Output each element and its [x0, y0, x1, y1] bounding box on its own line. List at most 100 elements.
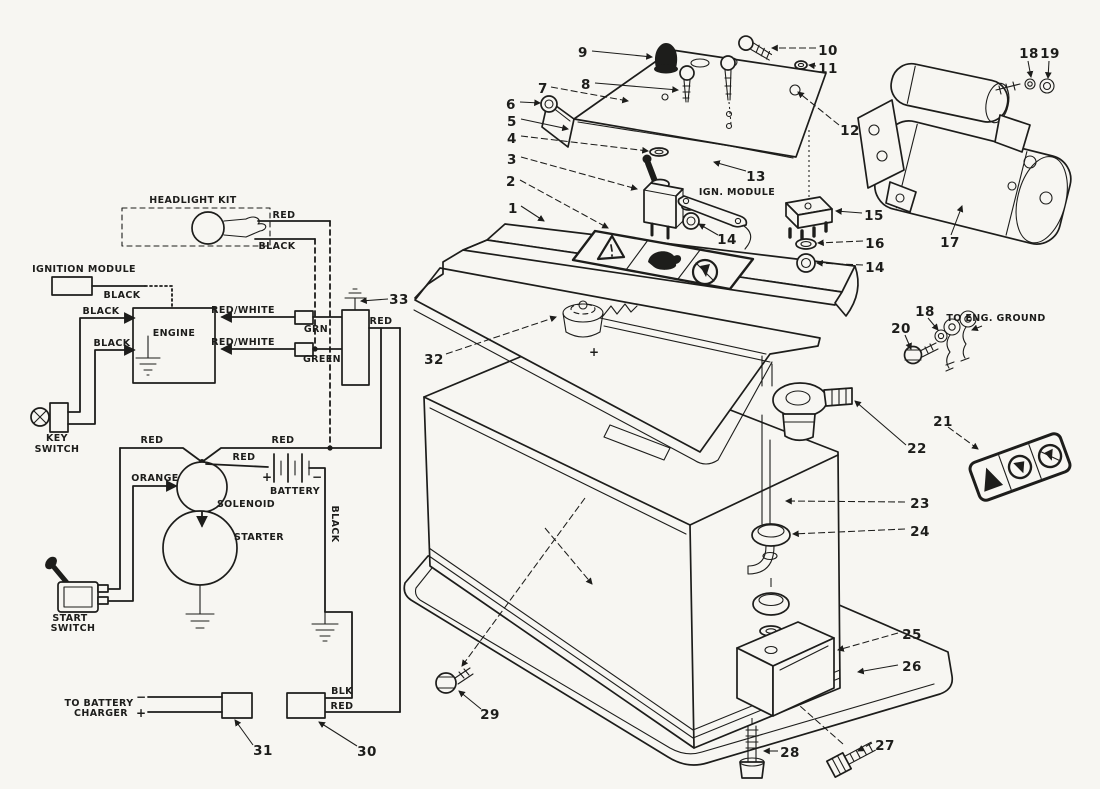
- hex-bolt-27: [825, 741, 876, 779]
- headlight-kit-outline: [121, 207, 271, 247]
- label-solenoid: SOLENOID: [217, 499, 275, 510]
- wire-label-red-white-upper: RED/WHITE: [211, 305, 275, 316]
- label-key-switch: SWITCH: [35, 444, 80, 455]
- toggle-switch-3: [642, 154, 684, 240]
- wire-label-black-module: BLACK: [104, 290, 141, 301]
- callout-23: 23: [910, 496, 930, 512]
- callout-20: 20: [891, 321, 911, 337]
- callout-10: 10: [818, 43, 838, 59]
- warning-decal-21: [968, 432, 1072, 502]
- callout-8: 8: [581, 77, 591, 93]
- starter-motor-illustration: [857, 62, 1072, 245]
- wire-label-black-headlight: BLACK: [259, 241, 296, 252]
- callout-6: 6: [506, 97, 516, 113]
- label-to-battery: TO BATTERY: [64, 698, 133, 709]
- headlight-bulb: [191, 211, 225, 245]
- callout-7: 7: [538, 81, 548, 97]
- callout-30: 30: [357, 744, 377, 760]
- callout-15: 15: [864, 208, 884, 224]
- carriage-bolt-28: [739, 718, 765, 779]
- callout-18b: 18: [915, 304, 935, 320]
- wire-label-black-key-upper: BLACK: [83, 306, 120, 317]
- battery-plus: +: [262, 470, 272, 484]
- charger-minus: −: [136, 690, 146, 704]
- callout-33: 33: [389, 292, 409, 308]
- callout-leaders: [234, 44, 1052, 755]
- label-start: START: [52, 613, 87, 624]
- callout-18a: 18: [1019, 46, 1039, 62]
- battery-cover: [413, 223, 859, 465]
- wire-label-black-key-lower: BLACK: [94, 338, 131, 349]
- label-engine: ENGINE: [153, 328, 196, 339]
- callout-11: 11: [818, 61, 838, 77]
- callout-28: 28: [780, 745, 800, 761]
- callout-2: 2: [506, 174, 516, 190]
- callout-29: 29: [480, 707, 500, 723]
- wire-label-red-white-lower: RED/WHITE: [211, 337, 275, 348]
- wire-label-red-regulator: RED: [370, 316, 393, 327]
- connector-box-30: [286, 692, 326, 719]
- rubber-boot-9: [654, 43, 678, 68]
- ignition-module-15: [785, 130, 833, 241]
- wire-label-red-main-left: RED: [141, 435, 164, 446]
- callout-19: 19: [1040, 46, 1060, 62]
- callout-32: 32: [424, 352, 444, 368]
- label-headlight-kit: HEADLIGHT KIT: [149, 195, 236, 206]
- label-ignition-module: IGNITION MODULE: [32, 264, 136, 275]
- wire-label-green: GREEN: [303, 354, 341, 365]
- callout-22: 22: [907, 441, 927, 457]
- engine-ground-hardware: [903, 310, 983, 372]
- callout-3: 3: [507, 152, 517, 168]
- wiring-diagram: [30, 207, 401, 719]
- callout-27: 27: [875, 738, 895, 754]
- callout-24: 24: [910, 524, 930, 540]
- connector-box-31: [221, 692, 253, 719]
- starter-symbol: [162, 510, 238, 586]
- battery-cable-and-holddown: [747, 382, 853, 646]
- ign-module-clip: [677, 195, 752, 250]
- wire-label-red-headlight: RED: [273, 210, 296, 221]
- battery-terminal-boot: +: [562, 300, 773, 387]
- label-to-eng-ground: TO ENG. GROUND: [946, 313, 1045, 324]
- wire-label-grn: GRN: [304, 324, 328, 335]
- label-start-switch: SWITCH: [51, 623, 96, 634]
- callout-14a: 14: [717, 232, 737, 248]
- callout-4: 4: [507, 131, 517, 147]
- label-charger: CHARGER: [74, 708, 128, 719]
- battery-minus: −: [312, 470, 322, 484]
- start-switch-symbol: [45, 556, 109, 613]
- wire-label-red-main-right: RED: [272, 435, 295, 446]
- callout-17: 17: [940, 235, 960, 251]
- callout-14b: 14: [865, 260, 885, 276]
- wiring-labels: HEADLIGHT KIT RED BLACK IGNITION MODULE …: [32, 195, 392, 720]
- holddown-bracket: [736, 621, 835, 717]
- label-starter: STARTER: [234, 532, 284, 543]
- callout-13: 13: [746, 169, 766, 185]
- callout-9: 9: [578, 45, 588, 61]
- callout-26: 26: [902, 659, 922, 675]
- wire-label-red-battery: RED: [233, 452, 256, 463]
- label-battery: BATTERY: [270, 486, 320, 497]
- key-switch-symbol: [49, 402, 69, 433]
- wire-label-orange: ORANGE: [131, 473, 178, 484]
- wire-label-blk: BLK: [331, 686, 353, 697]
- wire-label-black-battery: BLACK: [329, 506, 340, 543]
- callout-5: 5: [507, 114, 517, 130]
- mounting-plate-assembly: [540, 35, 833, 273]
- charger-plus: +: [136, 706, 146, 720]
- battery-plus-mark: +: [589, 345, 599, 359]
- callout-1: 1: [508, 201, 518, 217]
- callout-31: 31: [253, 743, 273, 759]
- callout-numbers: 1 2 3 4 5 6 7 8 9 10 11 12 13 14 15 16 1…: [253, 43, 1060, 761]
- wire-label-red-bottom: RED: [331, 701, 354, 712]
- label-ign-module: IGN. MODULE: [699, 187, 775, 198]
- callout-25: 25: [902, 627, 922, 643]
- callout-12: 12: [840, 123, 860, 139]
- hex-bolt-29: [435, 667, 474, 694]
- cover-warning-decal: [571, 229, 755, 291]
- callout-21: 21: [933, 414, 953, 430]
- engine-box: [132, 307, 216, 384]
- regulator-box: [341, 309, 370, 386]
